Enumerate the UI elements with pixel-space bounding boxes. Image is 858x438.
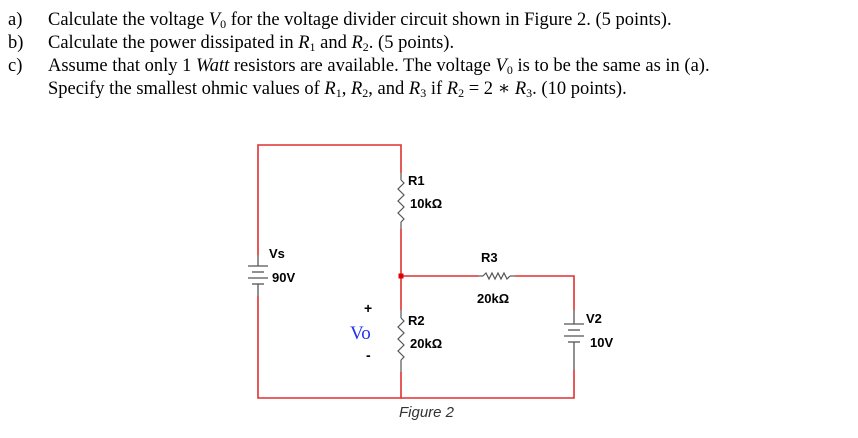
question-c-text-1: Assume that only 1 — [48, 56, 196, 76]
question-c-label: c) — [8, 56, 23, 76]
question-b-text-2: and — [315, 33, 352, 53]
question-a: a) Calculate the voltage V0 for the volta… — [8, 9, 672, 35]
vo-symbol: V — [208, 10, 221, 30]
question-c-l2-text-3: , and — [368, 79, 409, 99]
r3-subscript-c: 3 — [420, 86, 427, 100]
r2-resistor-symbol — [397, 310, 405, 372]
question-b-text-3: . (5 points). — [368, 33, 455, 53]
r1-subscript-c: 1 — [335, 86, 342, 100]
eq-r2-subscript: 2 — [458, 86, 465, 100]
equation-operator: = 2 ∗ — [464, 79, 515, 99]
r2-subscript: 2 — [362, 40, 369, 54]
question-c-l2-text-5: . (10 points). — [532, 79, 627, 99]
question-c-l2-text-1: Specify the smallest ohmic values of — [48, 79, 325, 99]
r3-resistor-symbol — [478, 271, 515, 281]
r3-symbol-c: R — [408, 79, 421, 99]
r1-symbol-c: R — [324, 79, 336, 99]
question-c-line-2: Specify the smallest ohmic values of R1,… — [8, 78, 627, 104]
question-a-label: a) — [8, 10, 23, 30]
r2-symbol: R — [351, 33, 363, 53]
eq-r2-symbol: R — [446, 79, 459, 99]
r2-value-label: 20kΩ — [410, 336, 442, 351]
vs-name-label: Vs — [269, 246, 285, 261]
watt-word: Watt — [196, 56, 230, 76]
question-a-text-1: Calculate the voltage — [48, 10, 209, 30]
junction-node — [398, 273, 404, 279]
question-c-l2-text-2: , — [341, 79, 351, 99]
question-c-l2-text-4: if — [426, 79, 447, 99]
figure-caption: Figure 2 — [399, 404, 455, 421]
eq-r3-symbol: R — [514, 79, 527, 99]
question-c-text-2: resistors are available. The voltage — [229, 56, 496, 76]
vo-symbol-c: V — [495, 56, 507, 76]
r1-subscript: 1 — [309, 40, 316, 54]
circuit-wires — [257, 144, 575, 399]
question-b: b)Calculate the power dissipated in R1 a… — [8, 32, 454, 58]
vo-label: Vo — [350, 323, 371, 344]
question-a-text-2: for the voltage divider circuit shown in… — [226, 10, 672, 30]
v2-name-label: V2 — [586, 311, 602, 326]
vo-minus-sign: - — [366, 347, 371, 363]
vo-plus-sign: + — [364, 300, 372, 316]
r2-name-label: R2 — [408, 313, 425, 328]
v2-battery-symbol — [564, 310, 584, 370]
question-c-text-3: is to be the same as in (a). — [512, 56, 710, 76]
r3-name-label: R3 — [481, 250, 498, 265]
question-b-label: b) — [8, 33, 24, 53]
r2-subscript-c: 2 — [362, 86, 369, 100]
r1-value-label: 10kΩ — [410, 196, 442, 211]
vs-value-label: 90V — [272, 270, 295, 285]
r1-resistor-symbol — [397, 173, 405, 229]
vo-subscript: 0 — [220, 17, 227, 31]
question-b-text-1: Calculate the power dissipated in — [48, 33, 299, 53]
vs-battery-symbol — [248, 255, 268, 296]
question-c-line-1: c) Assume that only 1 Watt resistors are … — [8, 55, 710, 81]
r3-value-label: 20kΩ — [477, 291, 509, 306]
r1-symbol: R — [298, 33, 310, 53]
vo-subscript-c: 0 — [506, 63, 513, 77]
eq-r3-subscript: 3 — [526, 86, 533, 100]
r1-name-label: R1 — [408, 173, 425, 188]
v2-value-label: 10V — [590, 335, 613, 350]
r2-symbol-c: R — [350, 79, 363, 99]
